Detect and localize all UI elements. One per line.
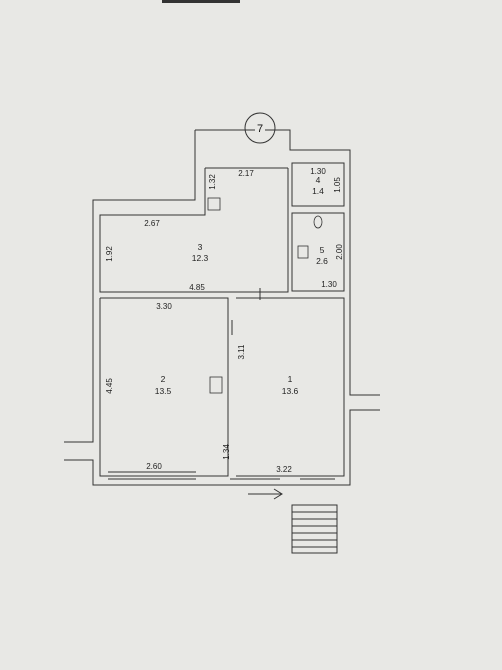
- room-2-area: 13.5: [155, 386, 172, 396]
- dim-room2-height: 4.45: [105, 378, 114, 394]
- room-2-number: 2: [161, 374, 166, 384]
- dim-room3-left-upper: 1.32: [208, 174, 217, 190]
- dim-room5-bottom: 1.30: [321, 280, 337, 289]
- dim-room5-height: 2.00: [335, 244, 344, 260]
- room-3-number: 3: [198, 242, 203, 252]
- dim-room3-bottom: 4.85: [189, 283, 205, 292]
- dim-room3-width: 2.67: [144, 219, 160, 228]
- room-4-number: 4: [316, 175, 321, 185]
- dim-room2-top: 3.30: [156, 302, 172, 311]
- room-1-area: 13.6: [282, 386, 299, 396]
- room-4-area: 1.4: [312, 186, 324, 196]
- dim-room4-height: 1.05: [333, 177, 342, 193]
- toilet-icon: [313, 215, 323, 229]
- room-5-number: 5: [320, 245, 325, 255]
- fixture-icons: [207, 197, 323, 394]
- axis-marker-label: 7: [257, 123, 263, 135]
- room-5-area: 2.6: [316, 256, 328, 266]
- top-edge-strip: [162, 0, 240, 3]
- dim-room3-top: 2.17: [238, 169, 254, 178]
- dim-room1-bottom: 3.22: [276, 465, 292, 474]
- axis-marker-circle: [244, 112, 276, 144]
- room-3-area: 12.3: [192, 253, 209, 263]
- stove-icon: [207, 197, 221, 211]
- dim-room4-width: 1.30: [310, 167, 326, 176]
- sink-icon: [297, 245, 309, 259]
- dim-room1-upper-left: 3.11: [237, 344, 246, 360]
- dim-room1-lower-left: 1.34: [222, 444, 231, 460]
- dim-room3-height: 1.92: [105, 246, 114, 262]
- dim-room2-bottom: 2.60: [146, 462, 162, 471]
- stove-icon: [209, 376, 223, 394]
- room-1-number: 1: [288, 374, 293, 384]
- walls: [64, 129, 380, 554]
